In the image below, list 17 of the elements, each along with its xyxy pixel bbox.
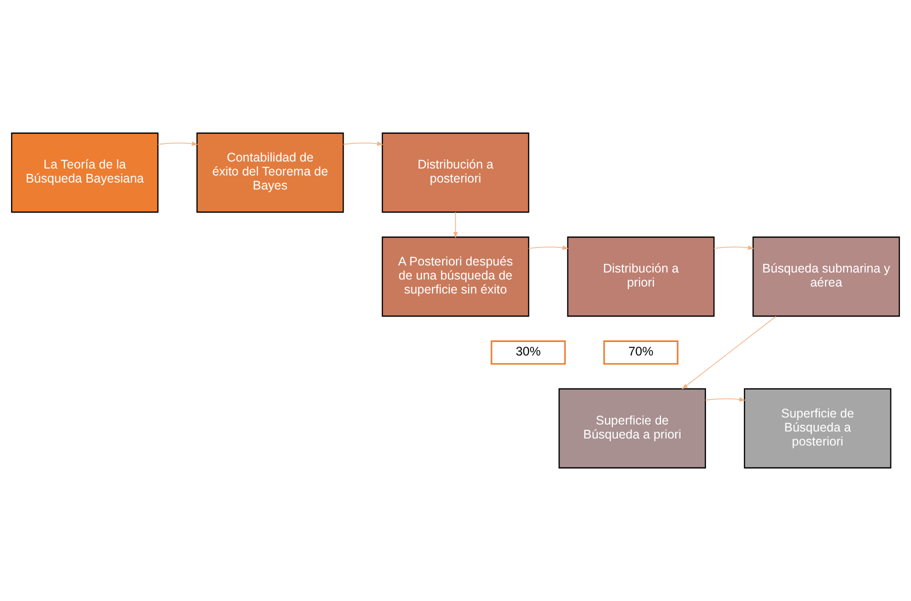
node-box: 70% [603, 340, 678, 365]
arrow [158, 142, 198, 146]
node-box: 30% [490, 340, 566, 365]
node-box: Distribución a posteriori [382, 132, 530, 213]
arrow [528, 246, 569, 250]
node-box: Distribución a priori [567, 236, 715, 317]
arrow [714, 246, 754, 250]
node-box: Superficie de Búsqueda a posteriori [744, 388, 892, 468]
node-box: La Teoría de la Búsqueda Bayesiana [11, 132, 158, 213]
arrow [342, 142, 384, 146]
arrow [682, 316, 776, 390]
arrow [453, 212, 458, 238]
node-box: Superficie de Búsqueda a priori [558, 388, 706, 468]
node-box: A Posteriori después de una búsqueda de superficie sin éxito [382, 236, 530, 317]
arrow [705, 397, 746, 402]
node-box: Contabilidad de éxito del Teorema de Bayes [196, 132, 344, 213]
node-box: Búsqueda submarina y aérea [752, 236, 900, 317]
